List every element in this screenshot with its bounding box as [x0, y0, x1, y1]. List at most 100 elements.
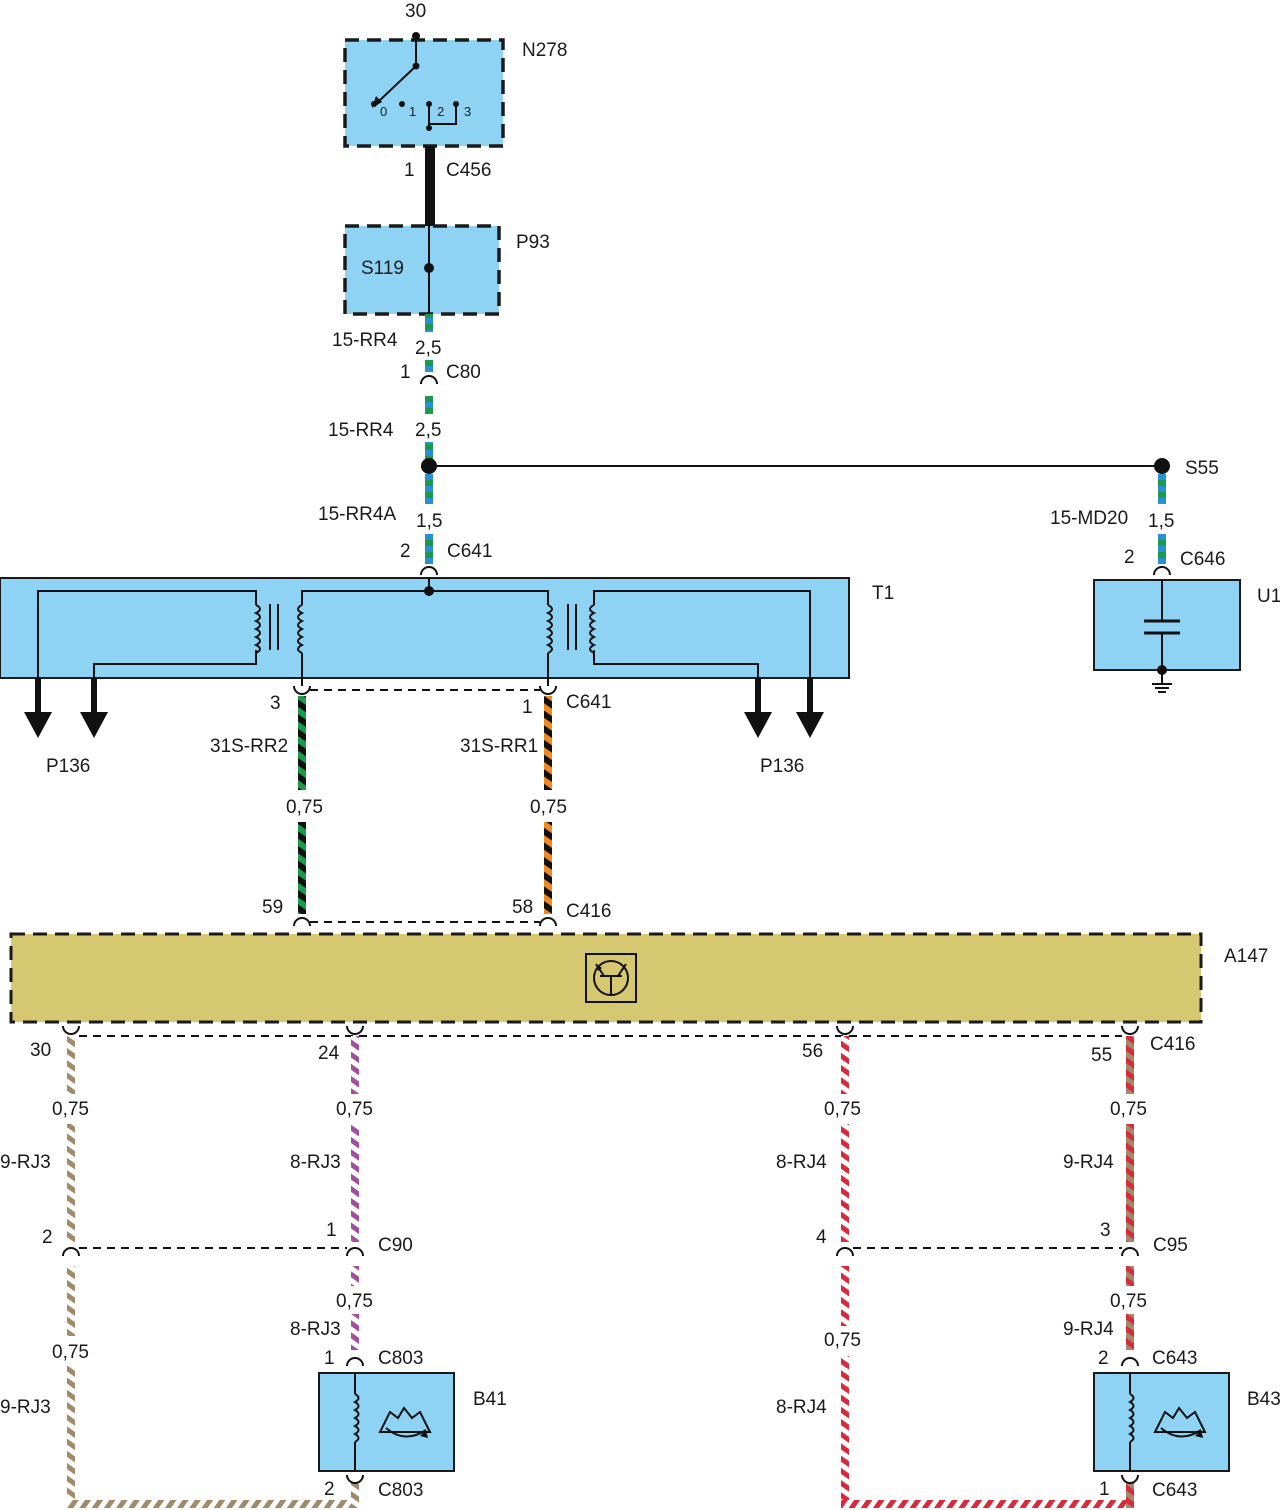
- c641-bottom-label: C641: [566, 692, 611, 713]
- c641-top-connector: [420, 566, 438, 576]
- switch-pos-1: 1: [409, 104, 416, 119]
- c95-pin-left: 4: [816, 1227, 827, 1248]
- c416-bottom-pin-b: 24: [318, 1043, 340, 1064]
- c641-top-label: C641: [447, 541, 492, 562]
- wire8-size: 0,75: [336, 1099, 373, 1120]
- c416-bottom-label: C416: [1150, 1034, 1195, 1055]
- t1-label: T1: [872, 583, 894, 604]
- switch-pos-3: 3: [464, 104, 471, 119]
- p136-left-label: P136: [46, 756, 90, 777]
- b43-label: B43: [1247, 1389, 1280, 1410]
- c416-top-pin-right: 58: [512, 897, 533, 918]
- b41-label: B41: [473, 1389, 507, 1410]
- c643-top-label: C643: [1152, 1348, 1197, 1369]
- wire9-size: 0,75: [824, 1099, 861, 1120]
- p136-left-arrows: [24, 678, 108, 738]
- wire-c456: [425, 146, 435, 226]
- wire4-name: 15-MD20: [1050, 508, 1128, 529]
- c416-bottom-d-connector: [1121, 1025, 1139, 1035]
- s119-label: S119: [361, 258, 404, 279]
- c416-bottom-pin-c: 56: [802, 1041, 823, 1062]
- wire4-size: 1,5: [1148, 511, 1174, 532]
- c641-bottom-pin-left: 3: [270, 693, 281, 714]
- c456-label: C456: [446, 160, 491, 181]
- wire-15-md20: [1158, 474, 1166, 504]
- wire2-name: 15-RR4: [328, 420, 394, 441]
- wire-31s-rr1: [544, 696, 552, 790]
- ground-icon: [1152, 683, 1172, 693]
- n278-terminal-label: 30: [405, 1, 426, 22]
- wire14-size: 0,75: [824, 1330, 861, 1351]
- wire12-name: 9-RJ4: [1063, 1319, 1114, 1340]
- a147-box: [9, 932, 1203, 1024]
- p93-fuse-box: P93 S119: [343, 224, 550, 316]
- wire11-name: 8-RJ3: [290, 1319, 341, 1340]
- p93-label: P93: [516, 232, 550, 253]
- c416-top-left-connector: [293, 917, 311, 927]
- wire11-size: 0,75: [336, 1291, 373, 1312]
- c803-bottom-connector: [346, 1474, 364, 1484]
- wire-15-rr4-b: [425, 442, 433, 466]
- wire10-name: 9-RJ4: [1063, 1152, 1114, 1173]
- c803-top-pin: 1: [324, 1348, 335, 1369]
- c643-top-connector: [1121, 1357, 1139, 1367]
- c641-bottom-left-connector: [293, 685, 311, 695]
- speed-sensor-icon: [378, 1406, 432, 1438]
- c416-bottom-pin-d: 55: [1091, 1045, 1112, 1066]
- wire6-name: 31S-RR1: [460, 736, 538, 757]
- n278-ignition-switch: N278 30 0 1 2 3: [343, 1, 567, 148]
- wire-15-rr4a: [425, 474, 433, 504]
- wire9-name: 8-RJ4: [776, 1152, 827, 1173]
- c641-top-pin: 2: [400, 541, 411, 562]
- wire3-size: 1,5: [416, 511, 442, 532]
- t1-box: [0, 577, 850, 679]
- c803-bottom-pin: 2: [324, 1479, 335, 1500]
- c646-connector: [1153, 566, 1171, 576]
- c641-bottom-right-connector: [539, 685, 557, 695]
- wire6-size: 0,75: [530, 797, 567, 818]
- wire2-size: 2,5: [415, 420, 441, 441]
- wire3-name: 15-RR4A: [318, 504, 396, 525]
- c416-top-label: C416: [566, 901, 611, 922]
- n278-label: N278: [522, 40, 567, 61]
- c90-left-connector: [62, 1247, 80, 1257]
- s55-label: S55: [1185, 458, 1219, 479]
- c416-top-right-connector: [539, 917, 557, 927]
- transistor-icon: [585, 953, 637, 1003]
- wire-15-rr4-a: [425, 314, 433, 332]
- c90-pin-right: 1: [326, 1220, 337, 1241]
- wire1-name: 15-RR4: [332, 330, 398, 351]
- wire-31s-rr2: [298, 696, 306, 790]
- switch-pos-2: 2: [437, 104, 444, 119]
- c90-pin-left: 2: [42, 1227, 53, 1248]
- c643-bottom-label: C643: [1152, 1480, 1197, 1501]
- c95-left-connector: [836, 1247, 854, 1257]
- b43-wheel-speed-sensor: B43: [1093, 1372, 1280, 1472]
- c416-bottom-a-connector: [62, 1025, 80, 1035]
- wire-9-rj4-upper: [1126, 1036, 1134, 1094]
- c416-top-pin-left: 59: [262, 897, 283, 918]
- b41-box: [318, 1372, 455, 1472]
- n278-box: [343, 38, 505, 148]
- wire7-name: 9-RJ3: [0, 1152, 51, 1173]
- wire12-size: 0,75: [1110, 1291, 1147, 1312]
- wire5-name: 31S-RR2: [210, 736, 288, 757]
- wire5-size: 0,75: [286, 797, 323, 818]
- c80-label: C80: [446, 362, 481, 383]
- t1-module: T1: [0, 577, 894, 686]
- c90-right-connector: [346, 1247, 364, 1257]
- b43-box: [1093, 1372, 1230, 1472]
- c80-pin: 1: [400, 362, 411, 383]
- c803-top-connector: [346, 1357, 364, 1367]
- u1-label: U1: [1257, 586, 1280, 607]
- wire-8-rj4-lower: [841, 1266, 849, 1326]
- wire1-size: 2,5: [415, 338, 441, 359]
- c90-label: C90: [378, 1235, 413, 1256]
- wire-9-rj4-lower: [1126, 1266, 1134, 1286]
- u1-box: [1093, 579, 1241, 671]
- p136-right-arrows: [744, 678, 824, 738]
- speed-sensor-icon: [1153, 1406, 1207, 1438]
- b41-wheel-speed-sensor: B41: [318, 1372, 507, 1472]
- wire14-name: 8-RJ4: [776, 1397, 827, 1418]
